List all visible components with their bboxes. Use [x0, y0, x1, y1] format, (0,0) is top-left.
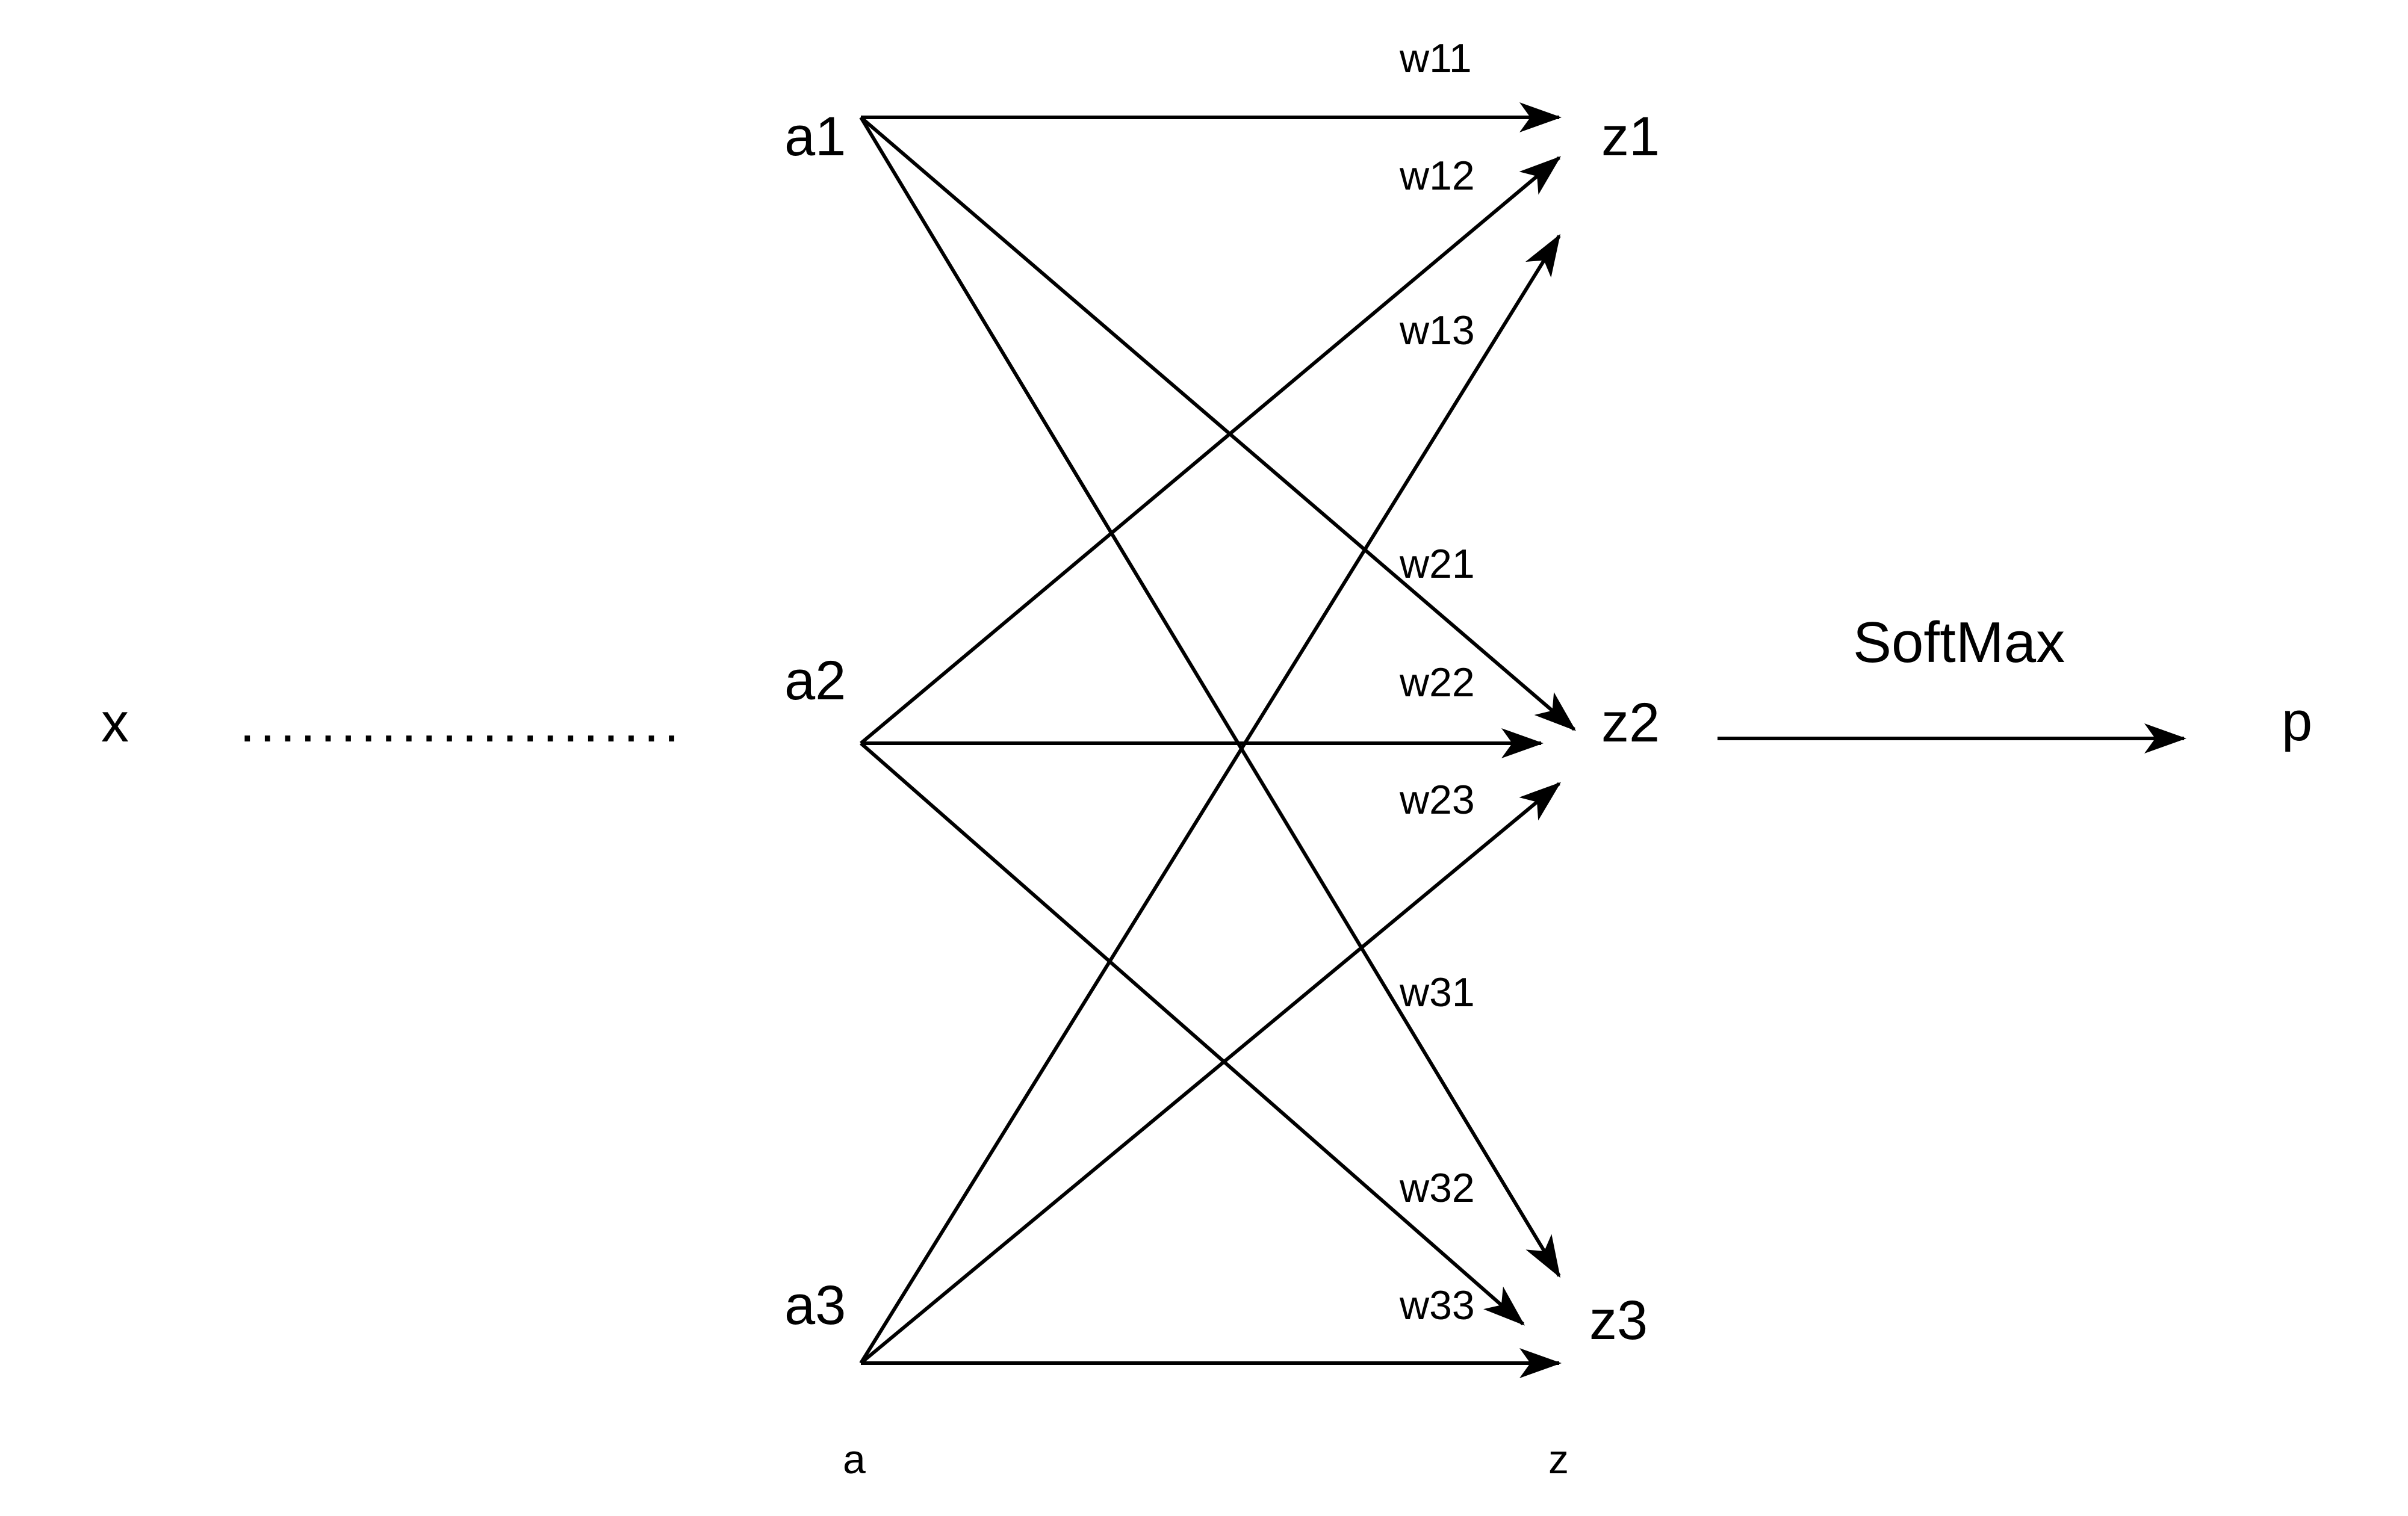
edge-a2-z1 [860, 156, 1562, 745]
weight-w23: w23 [1399, 777, 1475, 823]
node-a2: a2 [784, 650, 846, 711]
weight-w33: w33 [1399, 1282, 1475, 1328]
edge-a1-z2 [860, 116, 1577, 731]
output-label: p [2282, 691, 2312, 752]
layer-a-label: a [843, 1437, 866, 1482]
weight-w12: w12 [1399, 153, 1475, 199]
input-label: x [101, 692, 129, 753]
edge-a2-z3 [860, 741, 1525, 1326]
node-z2: z2 [1601, 692, 1660, 753]
weight-w11: w11 [1399, 36, 1472, 81]
weight-w22: w22 [1399, 660, 1475, 705]
node-a3: a3 [784, 1275, 846, 1336]
weight-w21: w21 [1399, 541, 1475, 587]
layer-z-label: z [1548, 1437, 1569, 1482]
edge-a3-z1 [859, 234, 1561, 1364]
node-a1: a1 [784, 106, 846, 167]
input-ellipsis: ...................... [240, 692, 684, 753]
weight-w31: w31 [1399, 970, 1475, 1015]
edge-a1-z3 [859, 116, 1561, 1278]
softmax-label: SoftMax [1853, 610, 2065, 675]
weight-w32: w32 [1399, 1165, 1475, 1211]
weight-w13: w13 [1399, 308, 1475, 353]
node-z3: z3 [1589, 1290, 1648, 1351]
edges [859, 102, 1577, 1378]
node-z1: z1 [1601, 106, 1660, 167]
edge-a3-z2 [860, 782, 1562, 1365]
